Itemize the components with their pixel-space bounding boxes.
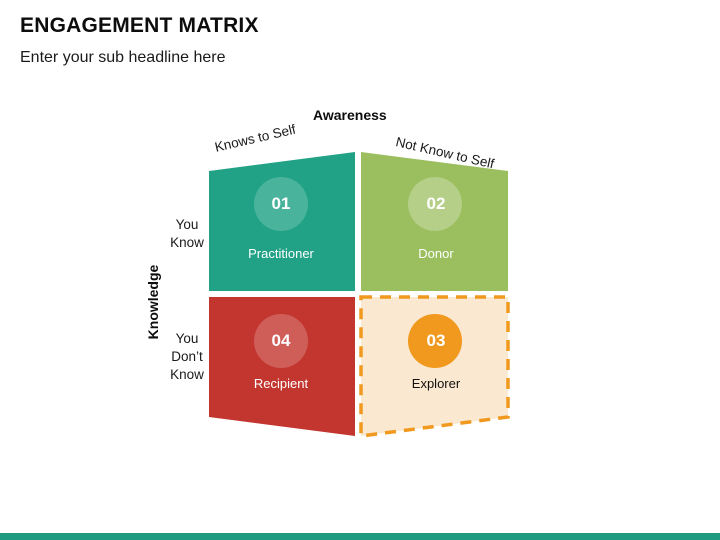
quadrant-practitioner-circle: [254, 177, 308, 231]
row-label-you-dont-know-line1: You: [175, 331, 199, 346]
quadrant-practitioner-number: 01: [271, 194, 291, 213]
quadrant-donor-shape[interactable]: [361, 152, 508, 291]
page-subtitle: Enter your sub headline here: [20, 49, 226, 66]
quadrant-donor-number: 02: [426, 194, 446, 213]
quadrant-recipient[interactable]: [209, 297, 355, 436]
quadrant-recipient-number: 04: [271, 331, 291, 350]
quadrant-recipient-caption: Recipient: [253, 376, 309, 391]
quadrant-recipient-shape[interactable]: [209, 297, 355, 436]
quadrant-donor-caption: Donor: [418, 246, 454, 261]
row-label-you-know-line2: Know: [170, 234, 204, 250]
quadrant-explorer-circle: [408, 314, 462, 368]
row-label-you-dont-know-line3: Know: [170, 366, 204, 382]
quadrant-explorer-number: 03: [426, 331, 446, 350]
row-label-you-dont-know-line2: Don’t: [171, 348, 203, 364]
quadrant-donor[interactable]: [361, 152, 508, 291]
quadrant-practitioner-shape[interactable]: [209, 152, 355, 291]
quadrant-recipient-circle: [254, 314, 308, 368]
quadrant-explorer-selection-outline: [359, 295, 510, 438]
row-label-you-know-line1: You: [175, 217, 199, 232]
quadrant-explorer-caption: Explorer: [411, 376, 461, 391]
x-axis-title: Awareness: [313, 107, 387, 123]
quadrant-practitioner[interactable]: [209, 152, 355, 291]
footer-accent-bar: [0, 533, 720, 540]
quadrant-donor-circle: [408, 177, 462, 231]
row-label-you-know: You Know: [150, 216, 224, 252]
row-label-you-dont-know: You Don’t Know: [150, 330, 224, 383]
quadrant-practitioner-caption: Practitioner: [248, 246, 314, 261]
page-title: ENGAGEMENT MATRIX: [20, 14, 259, 37]
quadrant-explorer[interactable]: [359, 295, 510, 438]
